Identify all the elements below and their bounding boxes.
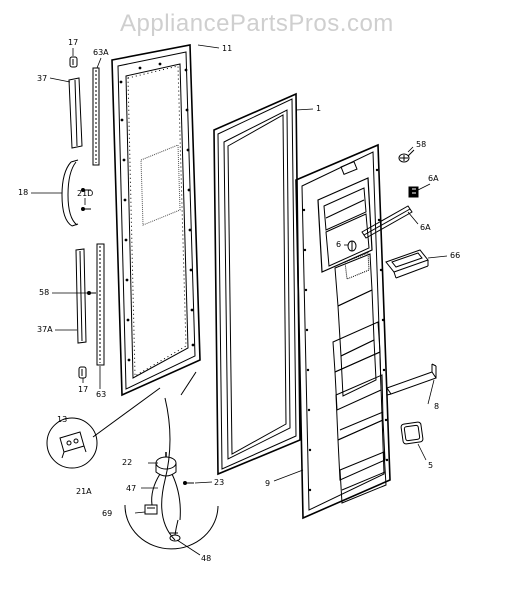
dispenser-bar-6a [362, 206, 412, 238]
end-cap-17-top [70, 57, 77, 67]
bracket-8 [387, 364, 436, 395]
callout-47: 47 [126, 484, 137, 493]
outer-door-screw-holes [119, 62, 195, 362]
leader-lines [31, 45, 447, 555]
screws-21d [82, 189, 92, 211]
callout-5: 5 [428, 461, 434, 470]
callout-6: 6 [336, 240, 342, 249]
callout-9: 9 [265, 479, 271, 488]
wiring-harness-detail [145, 372, 196, 541]
handle-trim-37 [69, 78, 82, 148]
watermark-text: AppliancePartsPros.com [120, 10, 394, 37]
callout-48: 48 [201, 554, 212, 563]
callout-21a: 21A [76, 487, 92, 496]
hinge-detail-circle [47, 418, 97, 468]
wiring-detail-arc [125, 505, 218, 549]
handle-trim-37a [76, 249, 86, 343]
screw-58-left [88, 292, 97, 295]
detail-leader-13 [93, 388, 160, 437]
outer-door-panel [112, 45, 200, 395]
callout-22: 22 [122, 458, 133, 467]
callout-6a-bar: 6A [420, 223, 431, 232]
part-6 [348, 241, 356, 251]
callout-37a: 37A [37, 325, 53, 334]
callout-17-top: 17 [68, 38, 79, 47]
callout-66: 66 [450, 251, 461, 260]
callout-17-bottom: 17 [78, 385, 89, 394]
callout-6a-cap: 6A [428, 174, 439, 183]
callout-58-right: 58 [416, 140, 427, 149]
screw-58-right [399, 150, 414, 162]
door-handle-18 [62, 160, 78, 226]
callout-37: 37 [37, 74, 48, 83]
callout-58-left: 58 [39, 288, 50, 297]
trim-strip-63a [93, 68, 99, 165]
callout-11: 11 [222, 44, 233, 53]
end-cap-17-bottom [79, 367, 86, 378]
inner-door-liner [296, 145, 390, 518]
callout-23: 23 [214, 478, 225, 487]
pad-5 [401, 422, 424, 445]
callout-69: 69 [102, 509, 113, 518]
callout-18: 18 [18, 188, 29, 197]
callout-21d: 21D [77, 189, 94, 198]
callout-13: 13 [57, 415, 68, 424]
callout-63: 63 [96, 390, 107, 399]
cap-6a [409, 187, 418, 197]
callout-8: 8 [434, 402, 440, 411]
liner-screw-holes [302, 168, 389, 492]
door-gasket [214, 94, 300, 474]
trim-strip-63 [97, 244, 104, 365]
actuator-66 [386, 250, 428, 278]
callout-1: 1 [316, 104, 322, 113]
callout-63a: 63A [93, 48, 109, 57]
